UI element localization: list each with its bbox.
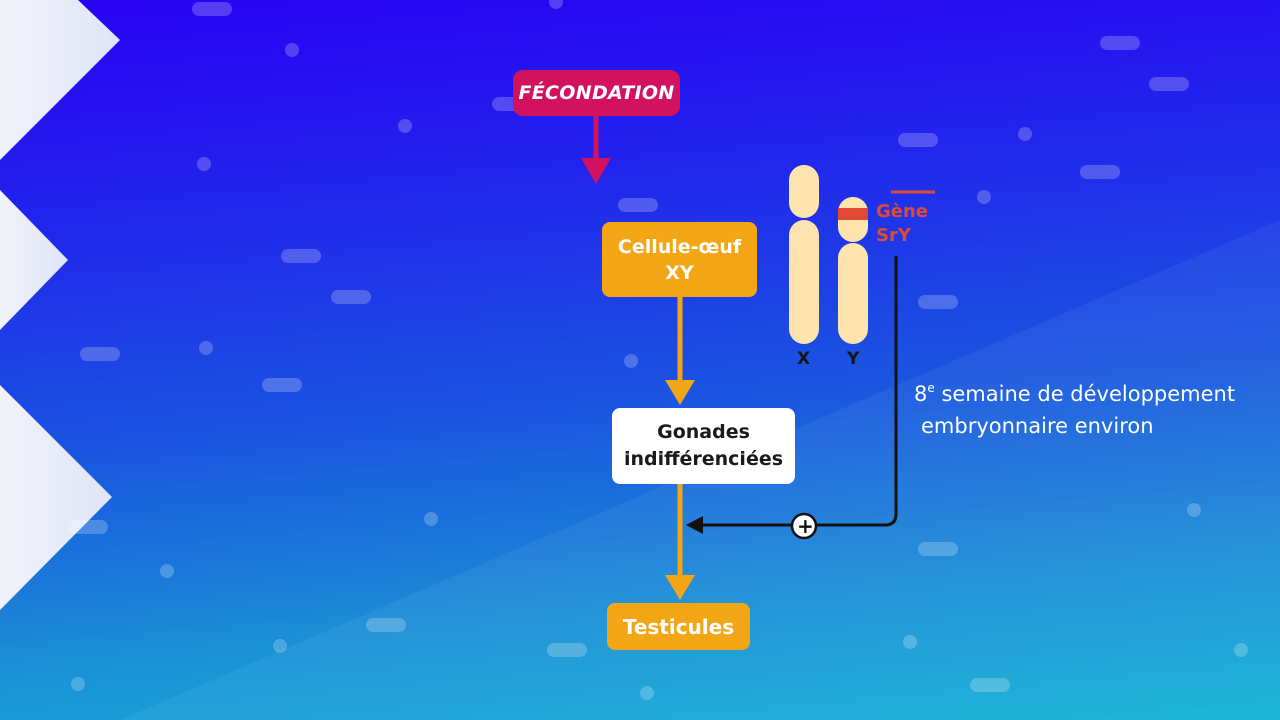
testicules-label: Testicules [622, 614, 735, 639]
gene-sry-label: Gène SrY [876, 200, 928, 248]
timing-caption: 8e semaine de développement embryonnaire… [914, 372, 1235, 442]
testicules-box: Testicules [607, 603, 750, 650]
decorative-dashes [68, 2, 1189, 692]
caption-superscript: e [927, 381, 935, 395]
sry-activation-arrow-head [686, 516, 703, 534]
gonades-label-line1: Gonades [657, 421, 750, 443]
chromosome-x-label: X [797, 349, 811, 369]
caption-line2: embryonnaire environ [921, 414, 1154, 438]
chromosome-y-label: Y [847, 349, 860, 369]
sry-gene-band [838, 208, 868, 220]
cellule-arrow-head [665, 380, 695, 405]
left-chevron-top [0, 0, 120, 160]
gonades-arrow-head [665, 575, 695, 600]
cellule-oeuf-box: Cellule-œuf XY [602, 222, 757, 297]
cellule-label-line1: Cellule-œuf [617, 235, 742, 258]
gene-label-line2: SrY [876, 225, 911, 246]
caption-number: 8 [914, 382, 928, 406]
left-chevron-bottom [0, 385, 112, 610]
gene-label-line1: Gène [876, 201, 929, 222]
left-chevron-middle [0, 190, 68, 330]
cellule-label-line2: XY [665, 261, 694, 284]
caption-line1: semaine de développement [934, 382, 1236, 406]
sry-activation-line [702, 256, 898, 527]
fecondation-label: FÉCONDATION [518, 82, 675, 104]
plus-symbol-glyph: + [797, 514, 814, 538]
chromosome-x [789, 165, 819, 344]
gonades-label-line2: indifférenciées [623, 448, 784, 470]
fecondation-box: FÉCONDATION [513, 70, 680, 116]
fecondation-arrow-head [581, 158, 611, 184]
chromosome-y [838, 197, 868, 344]
gonades-box: Gonades indifférenciées [612, 408, 795, 484]
decorative-dots [71, 0, 1248, 700]
plus-symbol [790, 512, 818, 540]
